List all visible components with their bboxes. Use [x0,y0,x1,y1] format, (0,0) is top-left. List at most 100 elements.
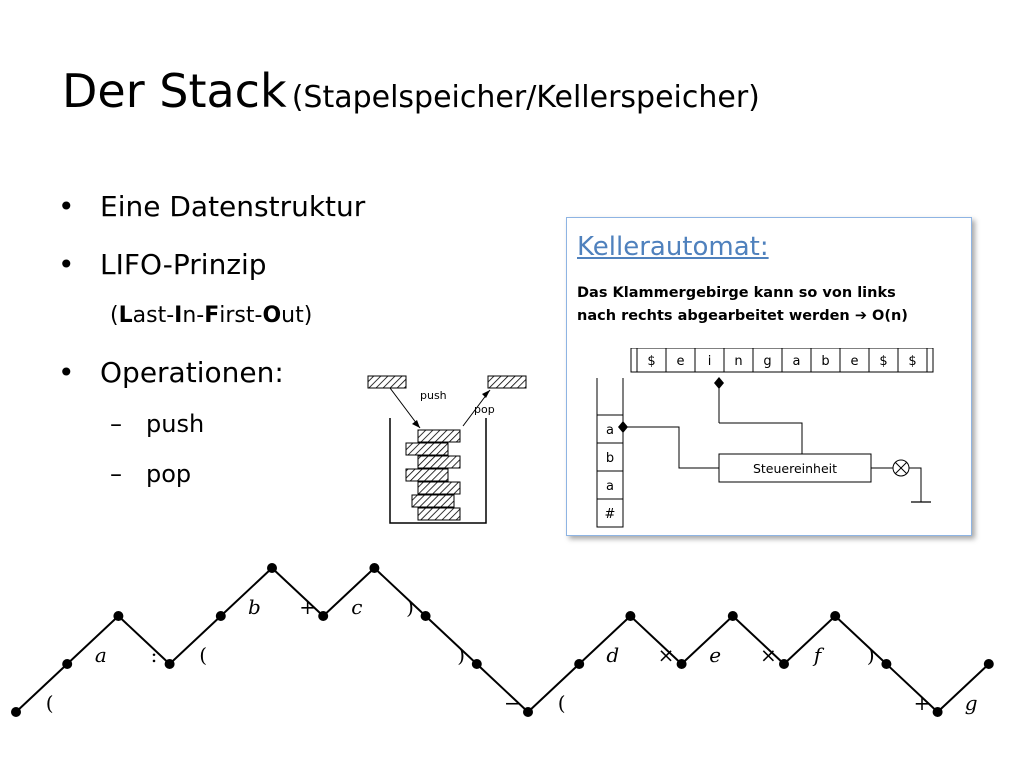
tape-symbol: $ [647,354,655,369]
mountain-label: − [504,691,521,715]
stack-symbol: a [606,423,614,438]
mountain-label: + [914,691,931,715]
page-title: Der Stack (Stapelspeicher/Kellerspeicher… [62,64,760,118]
mountain-label: e [709,643,721,667]
mountain-label: ) [457,643,465,667]
stack-cell [596,498,624,528]
dash-icon: – [110,410,122,438]
kellerautomat-title: Kellerautomat: [577,232,769,262]
mountain-vertex [881,659,892,669]
stack-symbol: a [606,479,614,494]
mountain-vertex [523,707,533,717]
lamp-icon-cross [894,461,908,475]
stack-diagram: push pop [367,375,527,524]
lifo-part: O [262,303,282,328]
bullet-dot-icon: • [58,248,75,281]
tape-cell [839,348,870,373]
stack-to-control-wire [623,426,719,469]
lifo-note: (Last-In-First-Out) [110,303,312,328]
mountain-vertex [932,707,943,717]
push-label: push [420,389,447,402]
tape-head-marker [714,377,724,389]
title-main: Der Stack [62,64,287,118]
mountain-vertex [215,611,226,621]
lifo-part: I [174,303,183,328]
mountain-label: c [351,595,362,619]
stack-block [417,481,461,495]
pop-label: pop [474,403,495,416]
stack-block [417,429,461,443]
push-block [367,375,407,389]
mountain-label: : [151,643,158,667]
bullet-text: Eine Datenstruktur [100,190,366,223]
pop-arrow-head [482,390,490,398]
complexity: O(n) [872,308,908,324]
operation-text: pop [146,460,192,488]
lifo-part: irst- [219,303,263,328]
mountain-vertex [420,611,431,621]
mountain-path [15,566,990,714]
lifo-part: ast- [132,303,175,328]
tape-cell [897,348,928,373]
mountain-vertex [471,659,482,669]
mountain-label: ( [558,691,566,715]
mountain-vertex [830,611,841,621]
bracket-mountain-diagram: (a:(b+c))−(d×e×f)+g [11,563,994,717]
push-arrow-head [412,420,420,428]
pop-block [487,375,527,389]
mountain-vertex [11,707,21,717]
lifo-part: L [118,303,133,328]
tape-symbol: a [793,354,801,369]
tape-to-control-wire [719,422,803,454]
operation-text: push [146,410,205,438]
mountain-vertex [574,659,585,669]
mountain-label: × [760,643,777,667]
mountain-vertex [318,611,329,621]
mountain-label: d [606,643,619,667]
tape-symbol: $ [908,354,916,369]
mountain-label: a [95,643,107,667]
stack-symbol: b [606,451,614,466]
stack-block [417,507,461,521]
bullet-text: LIFO-Prinzip [100,248,267,281]
mountain-vertex [779,659,789,669]
tape-cell [810,348,841,373]
lifo-part: ut) [281,303,313,328]
kellerautomat-description: Das Klammergebirge kann so von links nac… [577,282,967,328]
mountain-vertex [727,611,738,621]
control-unit-label: Steuereinheit [753,461,837,476]
push-arrow [389,387,421,429]
mountain-label: f [812,643,825,667]
kellerautomat-box: Kellerautomat: Das Klammergebirge kann s… [566,217,972,536]
mountain-label: ( [199,643,207,667]
dash-icon: – [110,460,122,488]
tape-symbol: n [734,354,742,369]
stack-block [405,468,449,482]
stack-symbol: # [605,507,616,522]
mountain-label: b [248,595,261,619]
tape-cell [665,348,696,373]
automaton-stack: aba # [596,378,624,528]
mountain-label: ( [46,691,54,715]
mountain-vertex [676,659,687,669]
tape-symbol: g [763,354,771,369]
tape-cell [868,348,899,373]
lifo-part: F [204,303,220,328]
bullet-dot-icon: • [58,190,75,223]
mountain-vertex [267,563,277,573]
tape-cell [636,348,667,373]
stack-block [405,442,449,456]
arrow-right-icon: ➔ [854,308,867,324]
bullet-dot-icon: • [58,356,75,389]
stack-head-marker [618,421,628,433]
mountain-vertex [113,611,124,621]
mountain-vertex [62,659,73,669]
tape-symbol: e [851,354,859,369]
stack-block [417,455,461,469]
tape-cell [752,348,783,373]
mountain-label: ) [406,595,414,619]
mountain-label: ) [867,643,875,667]
mountain-label: × [658,643,675,667]
